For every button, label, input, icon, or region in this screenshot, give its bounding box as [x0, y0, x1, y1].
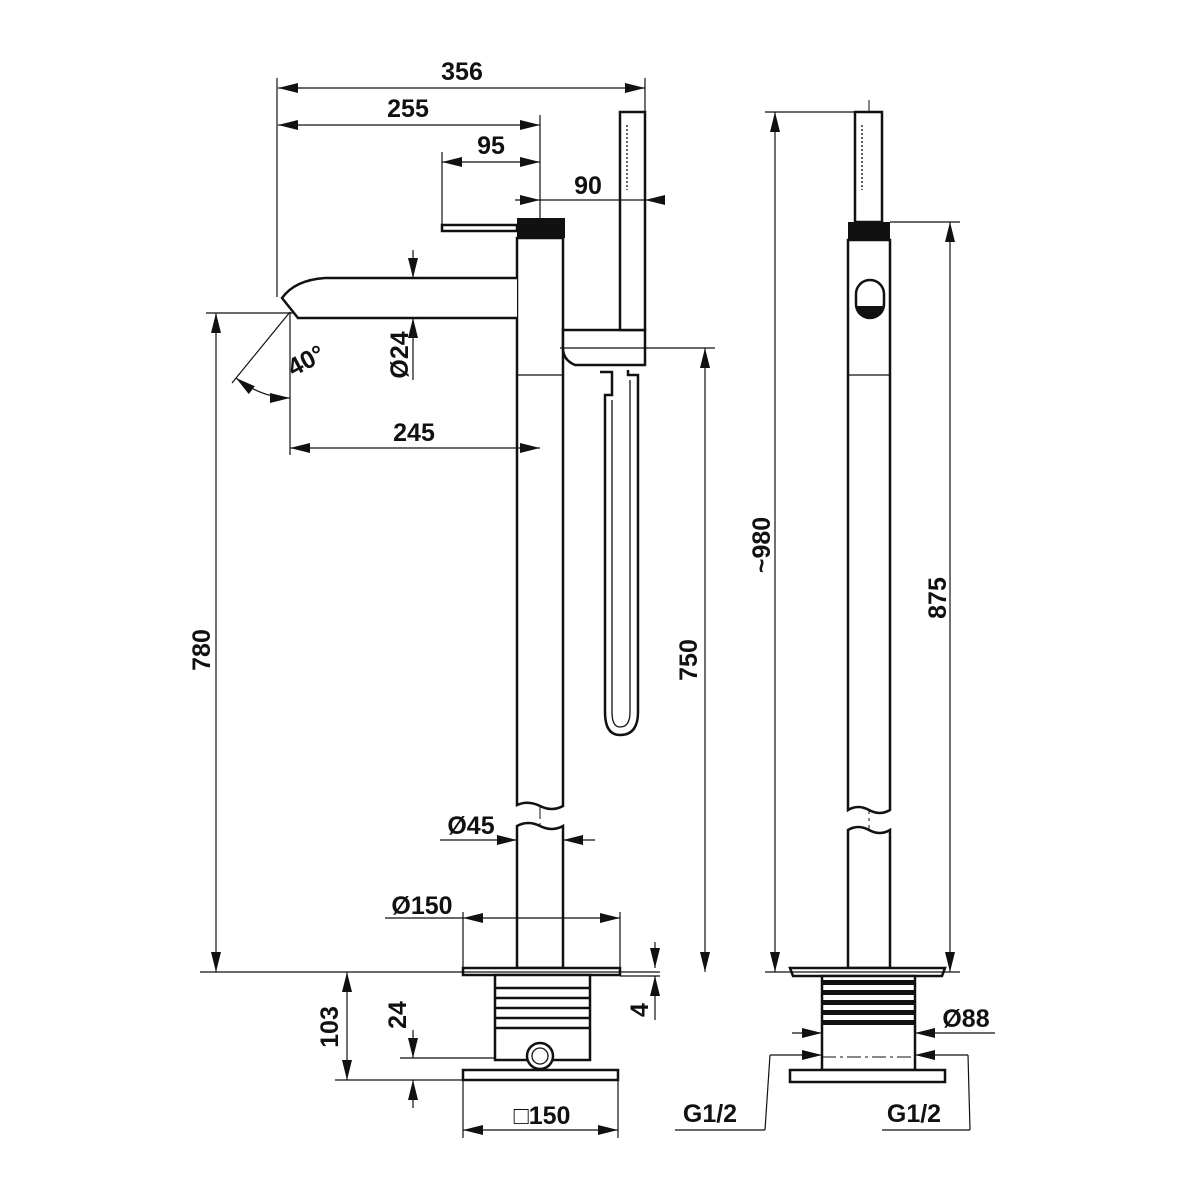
lever-handle	[440, 223, 519, 233]
dim-diverter-height: 750	[675, 639, 703, 681]
dim-lever-to-axis: 95	[477, 132, 505, 160]
dim-spout-height: 780	[188, 629, 216, 671]
side-view	[788, 100, 947, 1084]
dim-overall-height: ~980	[748, 517, 776, 573]
dim-body-height: 875	[924, 577, 952, 619]
side-cap	[848, 222, 890, 240]
front-dimensions: 356 255 95 90 Ø24 40° 245 780 750	[188, 58, 715, 1138]
dim-plate-thickness: 4	[626, 1003, 654, 1017]
side-mounting-plate	[788, 1068, 947, 1084]
dim-inlet-height: 24	[384, 1001, 412, 1029]
dim-inlet-right: G1/2	[887, 1100, 941, 1128]
lever-cap	[517, 218, 565, 238]
dim-spout-reach: 245	[393, 419, 435, 447]
dim-spout-diameter: Ø24	[386, 331, 414, 378]
dim-below-floor: 103	[316, 1006, 344, 1048]
dim-overall-width: 356	[441, 58, 483, 86]
dim-inlet-left: G1/2	[683, 1100, 737, 1128]
dim-base-diameter: Ø150	[391, 892, 452, 920]
side-pipe-lower	[846, 825, 892, 970]
side-threaded-sleeve	[820, 974, 917, 1072]
dim-spout-to-axis: 255	[387, 95, 429, 123]
spout	[280, 276, 517, 320]
dim-axis-to-shower: 90	[574, 172, 602, 200]
dim-mounting-plate: □150	[514, 1102, 571, 1130]
side-dimensions: ~980 875 Ø88 G1/2 G1/2	[675, 111, 995, 1131]
main-pipe-lower	[515, 821, 565, 970]
main-pipe-upper	[515, 236, 565, 811]
hand-shower	[618, 110, 647, 332]
side-pipe-upper	[846, 238, 892, 815]
water-inlet	[525, 1041, 555, 1071]
side-hand-shower	[853, 110, 884, 224]
hose	[600, 370, 640, 737]
mounting-plate	[461, 1068, 620, 1082]
dim-pipe-diameter: Ø45	[447, 812, 494, 840]
dim-sleeve-diameter: Ø88	[942, 1005, 989, 1033]
